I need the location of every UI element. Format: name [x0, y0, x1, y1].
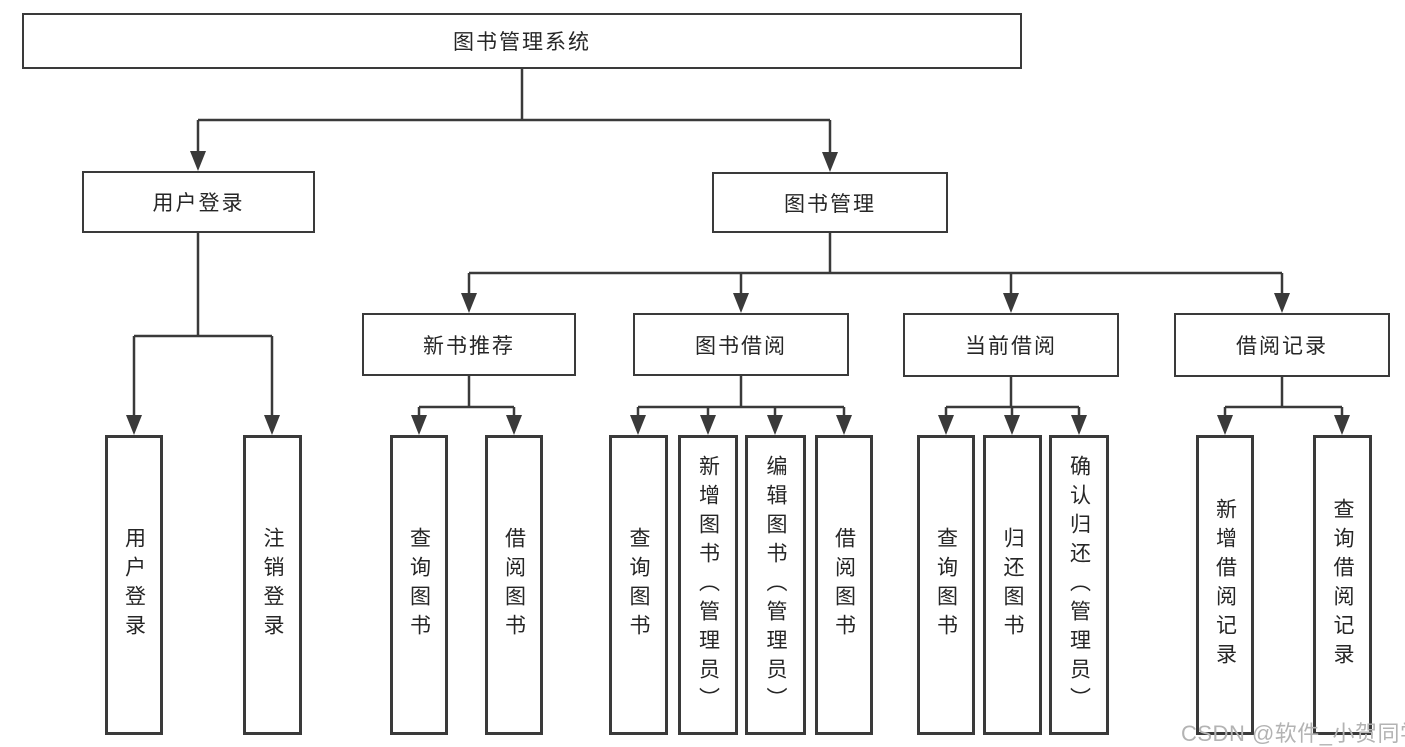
node-root-system: 图书管理系统 — [22, 13, 1022, 69]
leaf-user-login: 用户登录 — [105, 435, 163, 735]
leaf-borrow-books: 借阅图书 — [815, 435, 873, 735]
node-book-management-label: 图书管理 — [784, 192, 876, 216]
node-current-borrow-label: 当前借阅 — [965, 335, 1057, 358]
leaf-edit-books-admin-label: 编辑图书（管理员） — [764, 454, 787, 716]
node-current-borrow: 当前借阅 — [903, 313, 1119, 377]
leaf-query-books-recommend-label: 查询图书 — [407, 527, 431, 643]
leaf-query-borrow-record: 查询借阅记录 — [1313, 435, 1372, 735]
leaf-query-books-borrow: 查询图书 — [609, 435, 668, 735]
leaf-add-borrow-record: 新增借阅记录 — [1196, 435, 1254, 735]
node-root-label: 图书管理系统 — [453, 31, 591, 54]
leaf-borrow-books-label: 借阅图书 — [832, 527, 856, 643]
leaf-user-login-label: 用户登录 — [122, 527, 146, 643]
connector-lines — [132, 69, 1344, 416]
leaf-query-books-current: 查询图书 — [917, 435, 975, 735]
leaf-add-books-admin-label: 新增图书（管理员） — [696, 454, 720, 716]
node-new-book-recommend-label: 新书推荐 — [423, 334, 515, 358]
node-user-login-label: 用户登录 — [152, 192, 245, 215]
leaf-query-borrow-record-label: 查询借阅记录 — [1331, 498, 1354, 672]
leaf-borrow-books-recommend-label: 借阅图书 — [502, 527, 526, 643]
leaf-borrow-books-recommend: 借阅图书 — [485, 435, 543, 735]
node-new-book-recommend: 新书推荐 — [362, 313, 576, 376]
leaf-return-books-label: 归还图书 — [1001, 527, 1024, 643]
node-book-borrow: 图书借阅 — [633, 313, 849, 376]
node-borrow-records: 借阅记录 — [1174, 313, 1390, 377]
leaf-logout: 注销登录 — [243, 435, 302, 735]
leaf-query-books-recommend: 查询图书 — [390, 435, 448, 735]
node-book-management: 图书管理 — [712, 172, 948, 233]
node-borrow-records-label: 借阅记录 — [1236, 335, 1328, 358]
leaf-edit-books-admin: 编辑图书（管理员） — [745, 435, 806, 735]
arrowhead-icons — [126, 151, 1350, 435]
csdn-watermark: CSDN @软件_小贺同学 — [1181, 721, 1405, 746]
leaf-confirm-return-admin-label: 确认归还（管理员） — [1067, 454, 1091, 716]
node-user-login: 用户登录 — [82, 171, 315, 233]
leaf-add-borrow-record-label: 新增借阅记录 — [1213, 498, 1237, 672]
node-book-borrow-label: 图书借阅 — [695, 334, 787, 358]
leaf-query-books-current-label: 查询图书 — [934, 527, 958, 643]
leaf-add-books-admin: 新增图书（管理员） — [678, 435, 738, 735]
leaf-query-books-borrow-label: 查询图书 — [627, 527, 650, 643]
leaf-logout-label: 注销登录 — [261, 527, 284, 643]
leaf-return-books: 归还图书 — [983, 435, 1042, 735]
leaf-confirm-return-admin: 确认归还（管理员） — [1049, 435, 1109, 735]
